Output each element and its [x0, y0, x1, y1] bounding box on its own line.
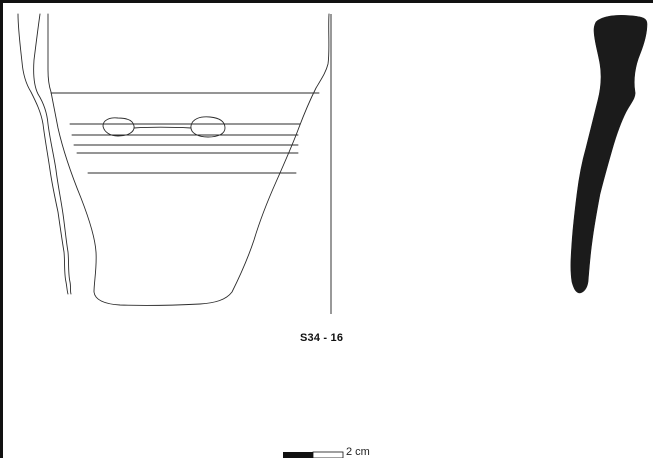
scale-bar-filled: [283, 452, 313, 458]
cross-section-profile: [570, 14, 648, 294]
decoration-lines: [50, 92, 320, 174]
applied-knobs: [102, 116, 226, 138]
scale-bar-empty: [312, 451, 344, 458]
exterior-profile-outline: [33, 13, 72, 295]
scale-bar-label: 2 cm: [346, 446, 370, 458]
exterior-profile-outline-inner: [17, 13, 69, 295]
sherd-outline: [47, 13, 330, 306]
figure-label: S34 - 16: [300, 332, 344, 344]
scale-bar: [283, 451, 344, 458]
